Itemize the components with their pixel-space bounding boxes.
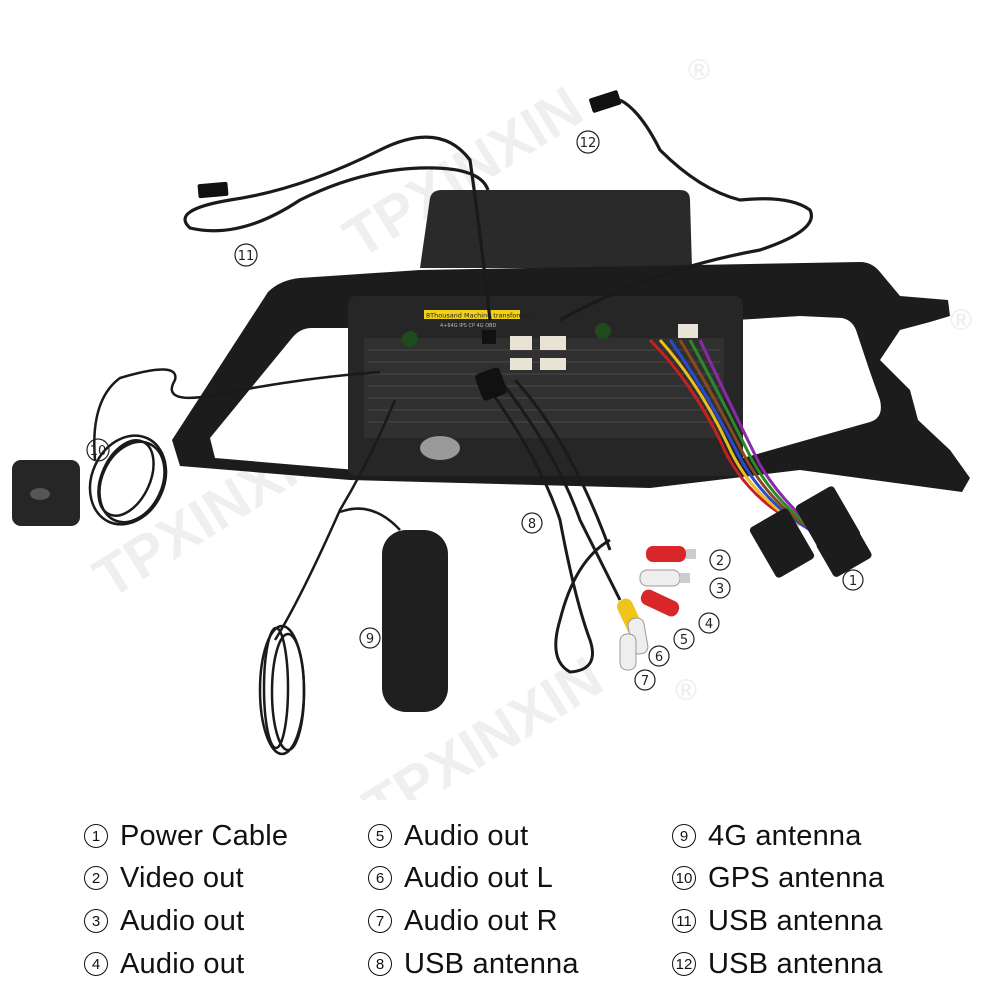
legend-label: USB antenna bbox=[708, 947, 883, 980]
power-connectors bbox=[749, 486, 872, 578]
legend: 1 Power Cable 2 Video out 3 Audio out 4 … bbox=[0, 812, 1000, 992]
legend-number: 10 bbox=[672, 866, 696, 890]
callout-7: 7 bbox=[641, 674, 649, 689]
legend-number: 7 bbox=[368, 909, 392, 933]
callout-1: 1 bbox=[849, 574, 857, 589]
usb-plug-8 bbox=[475, 367, 507, 401]
legend-item: 5 Audio out bbox=[368, 816, 528, 856]
product-photo: TPXINXIN TPXINXIN TPXINXIN TPXINXIN ® ® … bbox=[12, 54, 972, 800]
callout-9: 9 bbox=[366, 632, 374, 647]
rca-red-4 bbox=[640, 589, 680, 617]
plug bbox=[510, 358, 532, 370]
legend-label: Audio out R bbox=[404, 904, 558, 937]
callout-3: 3 bbox=[716, 582, 724, 597]
callout-10: 10 bbox=[90, 444, 107, 459]
callout-8: 8 bbox=[528, 517, 536, 532]
callouts: 1 2 3 4 5 6 7 8 9 10 11 12 bbox=[86, 130, 864, 691]
frame-cutout-left bbox=[210, 328, 356, 470]
legend-item: 11 USB antenna bbox=[672, 901, 883, 941]
usb-plug-12 bbox=[589, 90, 622, 113]
green-connector bbox=[595, 323, 611, 339]
watermark-mark: ® bbox=[950, 304, 972, 337]
legend-number: 1 bbox=[84, 824, 108, 848]
gps-logo bbox=[30, 488, 50, 500]
rca-white-7 bbox=[619, 633, 637, 671]
legend-number: 11 bbox=[672, 909, 696, 933]
sticker-line1: 8Thousand Machine transformer bbox=[426, 312, 532, 320]
gps-coil bbox=[88, 434, 168, 526]
legend-item: 2 Video out bbox=[84, 858, 244, 898]
legend-item: 12 USB antenna bbox=[672, 944, 883, 984]
legend-number: 2 bbox=[84, 866, 108, 890]
legend-label: Audio out bbox=[404, 819, 529, 852]
plug bbox=[540, 336, 566, 350]
plug bbox=[678, 324, 698, 338]
legend-item: 4 Audio out bbox=[84, 944, 244, 984]
legend-number: 6 bbox=[368, 866, 392, 890]
watermark-mark: ® bbox=[688, 54, 710, 87]
lte-antenna bbox=[382, 530, 448, 712]
lte-cable bbox=[273, 399, 397, 641]
legend-item: 3 Audio out bbox=[84, 901, 244, 941]
plug bbox=[540, 358, 566, 370]
legend-label: USB antenna bbox=[708, 904, 883, 937]
legend-item: 10 GPS antenna bbox=[672, 858, 884, 898]
lte-coil bbox=[258, 624, 306, 756]
sticker-line2: 4+64G IPS CP 4G OBD bbox=[440, 323, 497, 329]
watermark-mark: ® bbox=[675, 674, 697, 707]
legend-label: Audio out L bbox=[404, 861, 553, 894]
legend-item: 8 USB antenna bbox=[368, 944, 579, 984]
legend-number: 5 bbox=[368, 824, 392, 848]
legend-label: Video out bbox=[120, 861, 244, 894]
plug bbox=[510, 336, 532, 350]
green-connector bbox=[402, 331, 418, 347]
callout-2: 2 bbox=[716, 554, 724, 569]
usb-cables bbox=[183, 98, 813, 322]
legend-number: 12 bbox=[672, 952, 696, 976]
callout-6: 6 bbox=[655, 650, 663, 665]
rca-red-2 bbox=[646, 546, 696, 562]
usb-plug-11 bbox=[197, 181, 229, 199]
legend-number: 3 bbox=[84, 909, 108, 933]
legend-item: 6 Audio out L bbox=[368, 858, 553, 898]
rca-white-3 bbox=[639, 569, 690, 587]
legend-label: GPS antenna bbox=[708, 861, 885, 894]
legend-label: Audio out bbox=[120, 947, 245, 980]
callout-12: 12 bbox=[580, 136, 597, 151]
rear-housing bbox=[420, 190, 692, 268]
legend-item: 1 Power Cable bbox=[84, 816, 288, 856]
legend-number: 9 bbox=[672, 824, 696, 848]
callout-5: 5 bbox=[680, 633, 688, 648]
lte-lead bbox=[339, 507, 401, 531]
legend-number: 8 bbox=[368, 952, 392, 976]
legend-label: USB antenna bbox=[404, 947, 579, 980]
rca-bundle bbox=[488, 378, 622, 674]
frame-cutout-right bbox=[736, 316, 881, 460]
port bbox=[482, 330, 496, 344]
gps-cable bbox=[93, 368, 381, 461]
rca-connectors bbox=[617, 546, 696, 671]
legend-item: 7 Audio out R bbox=[368, 901, 558, 941]
callout-4: 4 bbox=[705, 617, 713, 632]
legend-label: Power Cable bbox=[120, 819, 289, 852]
label-sticker bbox=[424, 310, 520, 319]
callout-11: 11 bbox=[238, 249, 255, 264]
legend-label: 4G antenna bbox=[708, 819, 862, 852]
legend-number: 4 bbox=[84, 952, 108, 976]
speaker-grille bbox=[420, 436, 460, 460]
legend-label: Audio out bbox=[120, 904, 245, 937]
legend-item: 9 4G antenna bbox=[672, 816, 862, 856]
